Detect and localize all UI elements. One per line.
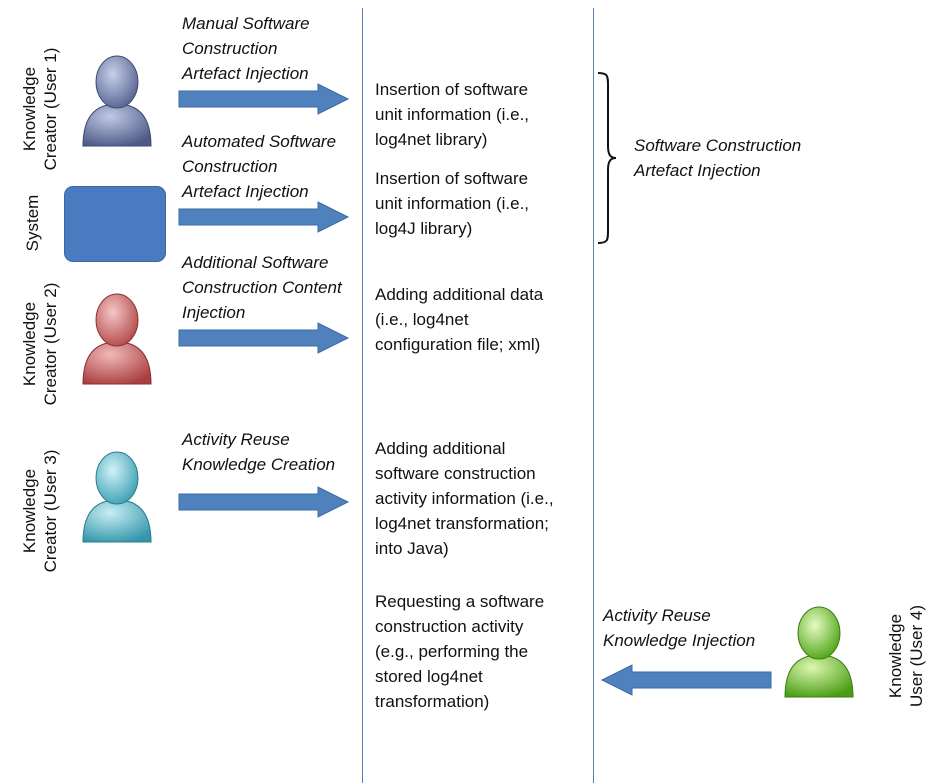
system-block [64,186,166,262]
left-column-divider [362,8,363,783]
user2-person-icon [82,293,152,385]
user4-person-icon [784,606,854,698]
arrow-right-additional [178,322,350,354]
actor-label-system: System [23,194,42,252]
arrow-right-manual [178,83,350,115]
user1-person-icon [82,55,152,147]
user3-person-icon [82,451,152,543]
group-bracket [597,72,617,244]
arrow-left-reuse-injection [600,664,772,696]
arrow-right-automated [178,201,350,233]
right-column-divider [593,8,594,783]
arrow-right-reuse-creation [178,486,350,518]
